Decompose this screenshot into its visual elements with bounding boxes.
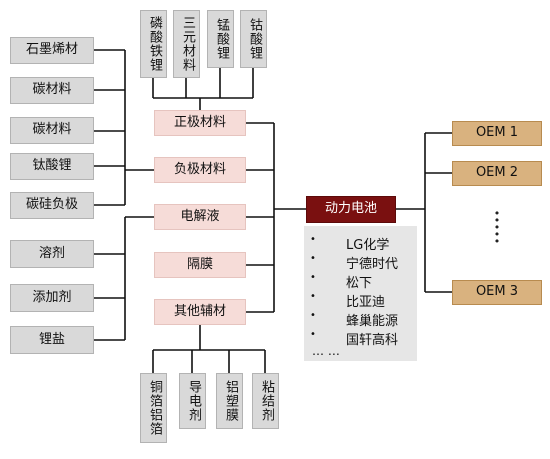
anode-material-silicon-carbon: 碳硅负极: [10, 192, 94, 219]
aux-material-aluminum-plastic-film: 铝塑膜: [216, 373, 243, 429]
electrolyte-input-label: 锂盐: [38, 331, 65, 347]
component-label: 电解液: [180, 208, 220, 224]
electrolyte-input-solvent: 溶剂: [10, 240, 94, 268]
power-battery-label: 动力电池: [324, 201, 377, 217]
cathode-type-lfp: 磷酸铁锂: [140, 10, 167, 78]
aux-material-label: 铜箔铝箔: [146, 380, 162, 436]
electrolyte-input-lithium-salt: 锂盐: [10, 326, 94, 354]
battery-maker-item: • LG化学: [304, 234, 417, 253]
bullet: •: [310, 310, 316, 321]
cathode-type-label: 锰酸锂: [213, 18, 229, 60]
aux-material-conductive-agent: 导电剂: [179, 373, 206, 429]
oem-ellipsis-dots: • • • • •: [492, 207, 502, 248]
anode-material-graphene: 石墨烯材: [10, 37, 94, 64]
battery-maker-more: … …: [312, 344, 340, 358]
battery-maker-list: • LG化学 • 宁德时代 • 松下 • 比亚迪 • 蜂巢能源 • 国轩高科: [304, 234, 417, 348]
anode-material-label: 碳材料: [32, 122, 72, 138]
oem-ellipsis: • • • • •: [493, 207, 501, 248]
anode-material-label: 石墨烯材: [25, 42, 78, 58]
aux-material-binder: 粘结剂: [252, 373, 279, 429]
bullet: •: [310, 234, 316, 245]
battery-maker-name: 宁德时代: [346, 257, 399, 272]
battery-maker-item: • 宁德时代: [304, 253, 417, 272]
bullet: •: [310, 272, 316, 283]
oem-label: OEM 3: [475, 284, 519, 300]
anode-material-label: 钛酸锂: [32, 158, 72, 174]
electrolyte-input-label: 添加剂: [32, 289, 72, 305]
component-separator: 隔膜: [154, 252, 246, 278]
electrolyte-input-additive: 添加剂: [10, 284, 94, 312]
oem-label: OEM 2: [475, 165, 519, 181]
cathode-type-label: 钴酸锂: [246, 18, 262, 60]
cathode-type-lco: 钴酸锂: [240, 10, 267, 68]
cathode-type-lmo: 锰酸锂: [207, 10, 234, 68]
bullet: •: [310, 253, 316, 264]
cathode-type-label: 磷酸铁锂: [146, 16, 162, 72]
aux-material-label: 粘结剂: [258, 380, 274, 422]
anode-material-label: 碳硅负极: [25, 197, 78, 213]
anode-material-lto: 钛酸锂: [10, 153, 94, 180]
component-label: 其他辅材: [173, 303, 226, 319]
oem-box-3: OEM 3: [452, 280, 542, 305]
oem-box-1: OEM 1: [452, 121, 542, 146]
battery-maker-name: 蜂巢能源: [346, 314, 399, 329]
component-label: 隔膜: [186, 256, 213, 272]
battery-maker-item: • 蜂巢能源: [304, 310, 417, 329]
battery-maker-name: 比亚迪: [346, 295, 386, 310]
anode-material-label: 碳材料: [32, 82, 72, 98]
cathode-type-ternary: 三元材料: [173, 10, 200, 78]
electrolyte-input-label: 溶剂: [38, 245, 65, 261]
oem-label: OEM 1: [475, 125, 519, 141]
battery-maker-item: • 松下: [304, 272, 417, 291]
component-label: 负极材料: [173, 161, 226, 177]
anode-material-carbon-1: 碳材料: [10, 77, 94, 104]
component-electrolyte: 电解液: [154, 204, 246, 230]
anode-material-carbon-2: 碳材料: [10, 117, 94, 144]
oem-box-2: OEM 2: [452, 161, 542, 186]
component-anode: 负极材料: [154, 157, 246, 183]
battery-maker-item: • 国轩高科: [304, 329, 417, 348]
component-label: 正极材料: [173, 114, 226, 130]
battery-maker-name: 国轩高科: [346, 333, 399, 348]
component-other-aux: 其他辅材: [154, 299, 246, 325]
aux-material-foil: 铜箔铝箔: [140, 373, 167, 443]
battery-maker-list-box: • LG化学 • 宁德时代 • 松下 • 比亚迪 • 蜂巢能源 • 国轩高科 … …: [304, 226, 417, 361]
bullet: •: [310, 291, 316, 302]
battery-maker-name: 松下: [346, 276, 373, 291]
aux-material-label: 铝塑膜: [222, 380, 238, 422]
battery-maker-name: LG化学: [346, 238, 390, 253]
power-battery-box: 动力电池: [306, 196, 396, 223]
battery-maker-item: • 比亚迪: [304, 291, 417, 310]
aux-material-label: 导电剂: [185, 380, 201, 422]
component-cathode: 正极材料: [154, 110, 246, 136]
bullet: •: [310, 329, 316, 340]
cathode-type-label: 三元材料: [179, 16, 195, 72]
